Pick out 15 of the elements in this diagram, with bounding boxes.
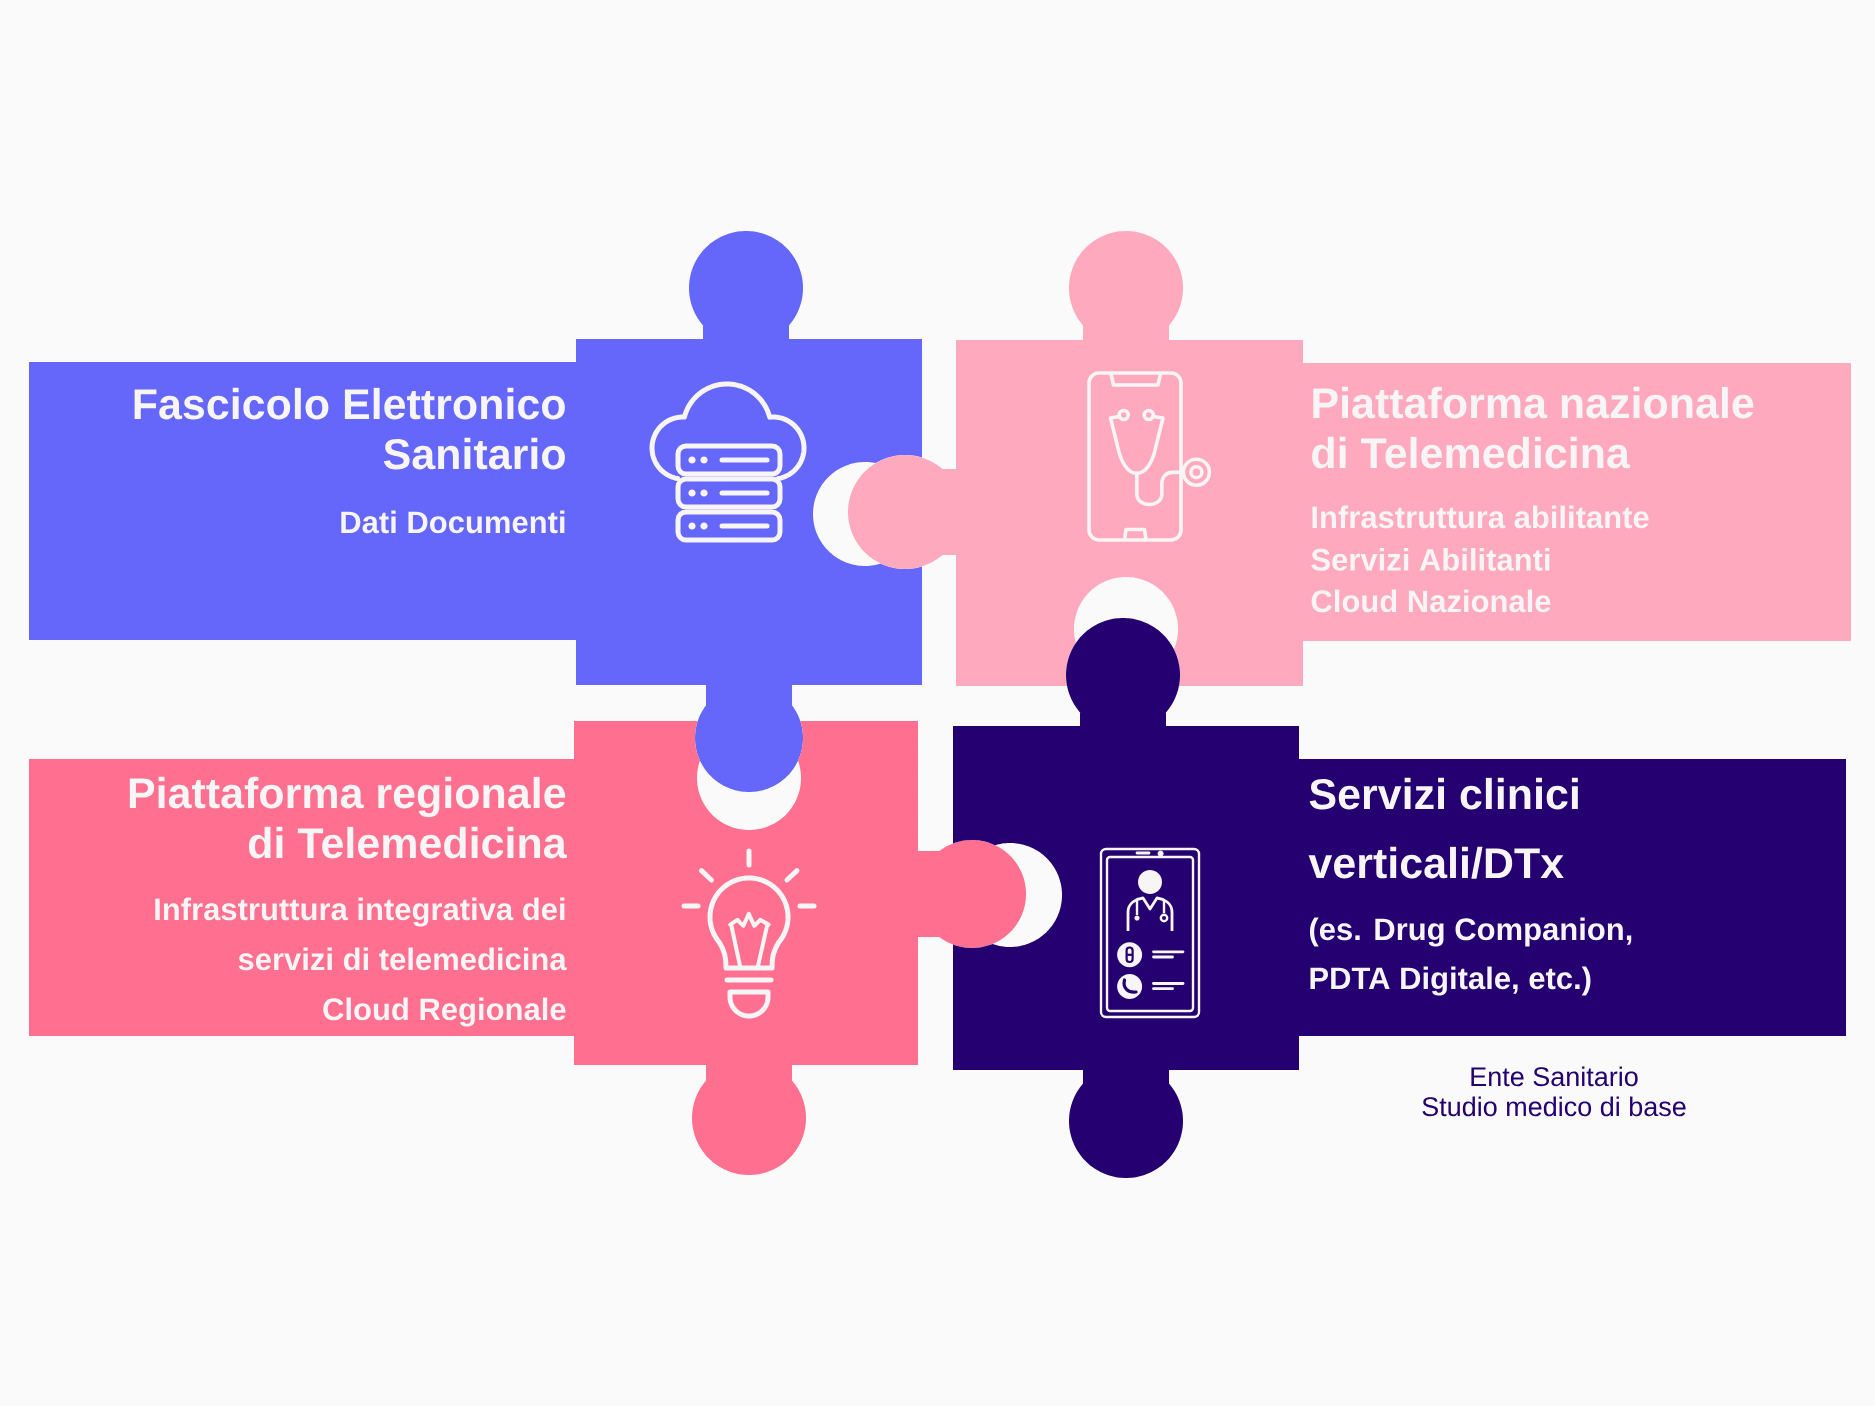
body-text: Infrastruttura abilitante [1312, 505, 1649, 529]
heading: Servizi clinici verticali/DTx [1308, 777, 1578, 879]
caption-text: Ente Sanitario [1471, 1066, 1638, 1087]
body-text: Servizi Abilitanti [1311, 548, 1550, 571]
caption-text: Studio medico di base [1422, 1096, 1686, 1117]
body-text: (es. Drug Companion, PDTA Digitale, etc.) [1309, 917, 1632, 996]
heading: Fascicolo Elettronico Sanitario [134, 387, 565, 470]
body-text: Infrastruttura integrativa dei servizi di telemedicina [155, 897, 567, 971]
body-text: Cloud Nazionale [1311, 589, 1551, 613]
puzzle-piece [29, 721, 1026, 1175]
heading: Piattaforma regionale di Telemedicina [129, 776, 567, 859]
puzzle-piece [848, 231, 1851, 686]
body-text: Dati Documenti [341, 510, 565, 534]
body-text: Cloud Regionale [323, 997, 566, 1027]
heading: Piattaforma nazionale di Telemedicina [1312, 386, 1754, 469]
